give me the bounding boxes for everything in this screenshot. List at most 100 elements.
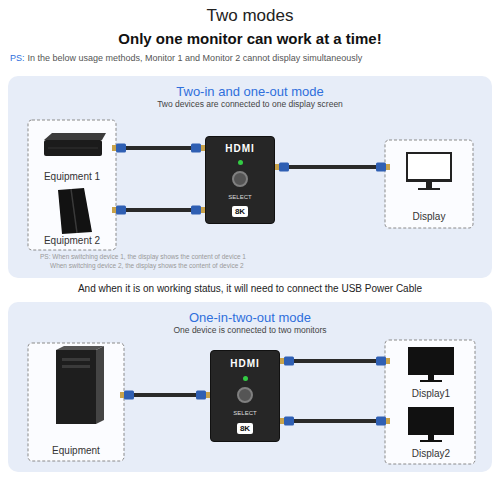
monitor-icon bbox=[408, 407, 454, 435]
monitor-icon bbox=[408, 347, 454, 375]
switch-brand: HDMI bbox=[225, 143, 255, 154]
display-node: Display bbox=[390, 144, 468, 224]
hdmi-switch: HDMI SELECT 8K bbox=[210, 350, 280, 442]
switch-note: When switching device 2, the display sho… bbox=[50, 262, 244, 269]
device-node: Equipment 1 bbox=[32, 124, 112, 184]
plug-tip bbox=[112, 145, 116, 151]
mode-panel-ground bbox=[8, 302, 492, 472]
select-button bbox=[237, 387, 253, 403]
plug-tip bbox=[386, 418, 390, 424]
monitor-icon bbox=[420, 380, 442, 382]
device-label: Display1 bbox=[412, 388, 450, 399]
plug-tip bbox=[280, 418, 284, 424]
plug-body bbox=[191, 144, 201, 153]
hdmi-plug bbox=[191, 206, 205, 215]
resolution-badge: 8K bbox=[237, 423, 253, 434]
mode-description: Two devices are connected to one display… bbox=[8, 99, 492, 109]
hdmi-plug bbox=[376, 357, 390, 366]
pc-tower-icon bbox=[62, 365, 90, 368]
plug-body bbox=[116, 144, 126, 153]
device-node: Equipment bbox=[32, 346, 120, 458]
device-node: Equipment 2 bbox=[32, 186, 112, 248]
display-node: Display2 bbox=[390, 403, 472, 461]
note-text: In the below usage methods, Monitor 1 an… bbox=[28, 53, 363, 63]
plug-body bbox=[196, 391, 206, 400]
device-label: Display bbox=[413, 211, 446, 222]
pc-tower-icon bbox=[56, 350, 96, 424]
switch-note: PS: When switching device 1, the display… bbox=[40, 253, 246, 260]
device-group-frame bbox=[28, 343, 124, 461]
game-console-icon bbox=[58, 188, 92, 234]
hdmi-plug bbox=[280, 417, 294, 426]
device-label: Equipment bbox=[52, 445, 100, 456]
plug-tip bbox=[275, 164, 279, 170]
switch-brand: HDMI bbox=[230, 358, 260, 369]
mode-panel: One-in-two-out modeOne device is connect… bbox=[8, 302, 492, 472]
mode-panel-ground bbox=[8, 76, 492, 278]
hdmi-cable bbox=[280, 359, 390, 363]
hdmi-plug bbox=[275, 163, 289, 172]
hdmi-plug bbox=[191, 144, 205, 153]
note-prefix: PS: bbox=[10, 53, 25, 63]
mode-panel: Two-in and one-out modeTwo devices are c… bbox=[8, 76, 492, 278]
button-label: SELECT bbox=[233, 410, 256, 416]
device-label: Equipment 1 bbox=[44, 171, 100, 182]
hdmi-cable bbox=[275, 165, 390, 169]
plug-tip bbox=[386, 164, 390, 170]
plug-body bbox=[376, 163, 386, 172]
plug-body bbox=[279, 163, 289, 172]
console-icon bbox=[48, 148, 98, 149]
hdmi-plug bbox=[196, 391, 210, 400]
display-node: Display1 bbox=[390, 343, 472, 401]
pc-tower-icon bbox=[62, 358, 90, 361]
pc-tower-icon bbox=[56, 346, 104, 350]
hdmi-plug bbox=[376, 417, 390, 426]
device-group-frame bbox=[28, 120, 116, 250]
plug-body bbox=[191, 206, 201, 215]
plug-body bbox=[116, 206, 126, 215]
console-icon bbox=[44, 140, 102, 156]
status-led bbox=[238, 160, 243, 165]
select-button bbox=[232, 171, 248, 187]
plug-body bbox=[124, 391, 134, 400]
mode-description: One device is connected to two monitors bbox=[8, 325, 492, 335]
monitor-icon bbox=[426, 182, 432, 188]
hdmi-plug bbox=[280, 357, 294, 366]
monitor-icon bbox=[420, 440, 442, 442]
hdmi-plug bbox=[112, 144, 126, 153]
power-note: And when it is on working status, it wil… bbox=[0, 283, 500, 294]
status-led bbox=[243, 376, 248, 381]
plug-tip bbox=[280, 358, 284, 364]
resolution-badge: 8K bbox=[232, 206, 248, 217]
display-group-frame bbox=[385, 140, 473, 228]
plug-tip bbox=[386, 358, 390, 364]
device-label: Display2 bbox=[412, 448, 450, 459]
plug-body bbox=[284, 357, 294, 366]
hdmi-plug bbox=[120, 391, 134, 400]
monitor-icon bbox=[406, 152, 452, 182]
game-console-icon bbox=[71, 189, 77, 233]
mode-heading: One-in-two-out mode bbox=[8, 310, 492, 325]
pc-tower-icon bbox=[96, 346, 104, 424]
page-title: Two modes bbox=[0, 6, 500, 26]
monitor-icon bbox=[418, 188, 440, 190]
device-label: Equipment 2 bbox=[44, 235, 100, 246]
hdmi-plug bbox=[376, 163, 390, 172]
mode-heading: Two-in and one-out mode bbox=[8, 84, 492, 99]
plug-body bbox=[376, 357, 386, 366]
hdmi-plug bbox=[112, 206, 126, 215]
monitor-icon bbox=[408, 154, 450, 179]
plug-body bbox=[376, 417, 386, 426]
monitor-icon bbox=[428, 375, 434, 380]
hdmi-switch: HDMI SELECT 8K bbox=[205, 136, 275, 224]
warning-heading: Only one monitor can work at a time! bbox=[0, 30, 500, 47]
plug-tip bbox=[120, 392, 124, 398]
console-icon bbox=[44, 133, 106, 140]
plug-body bbox=[284, 417, 294, 426]
monitor-icon bbox=[428, 435, 434, 440]
button-label: SELECT bbox=[228, 194, 251, 200]
plug-tip bbox=[112, 207, 116, 213]
hdmi-cable bbox=[280, 419, 390, 423]
display-group-frame bbox=[385, 340, 475, 464]
